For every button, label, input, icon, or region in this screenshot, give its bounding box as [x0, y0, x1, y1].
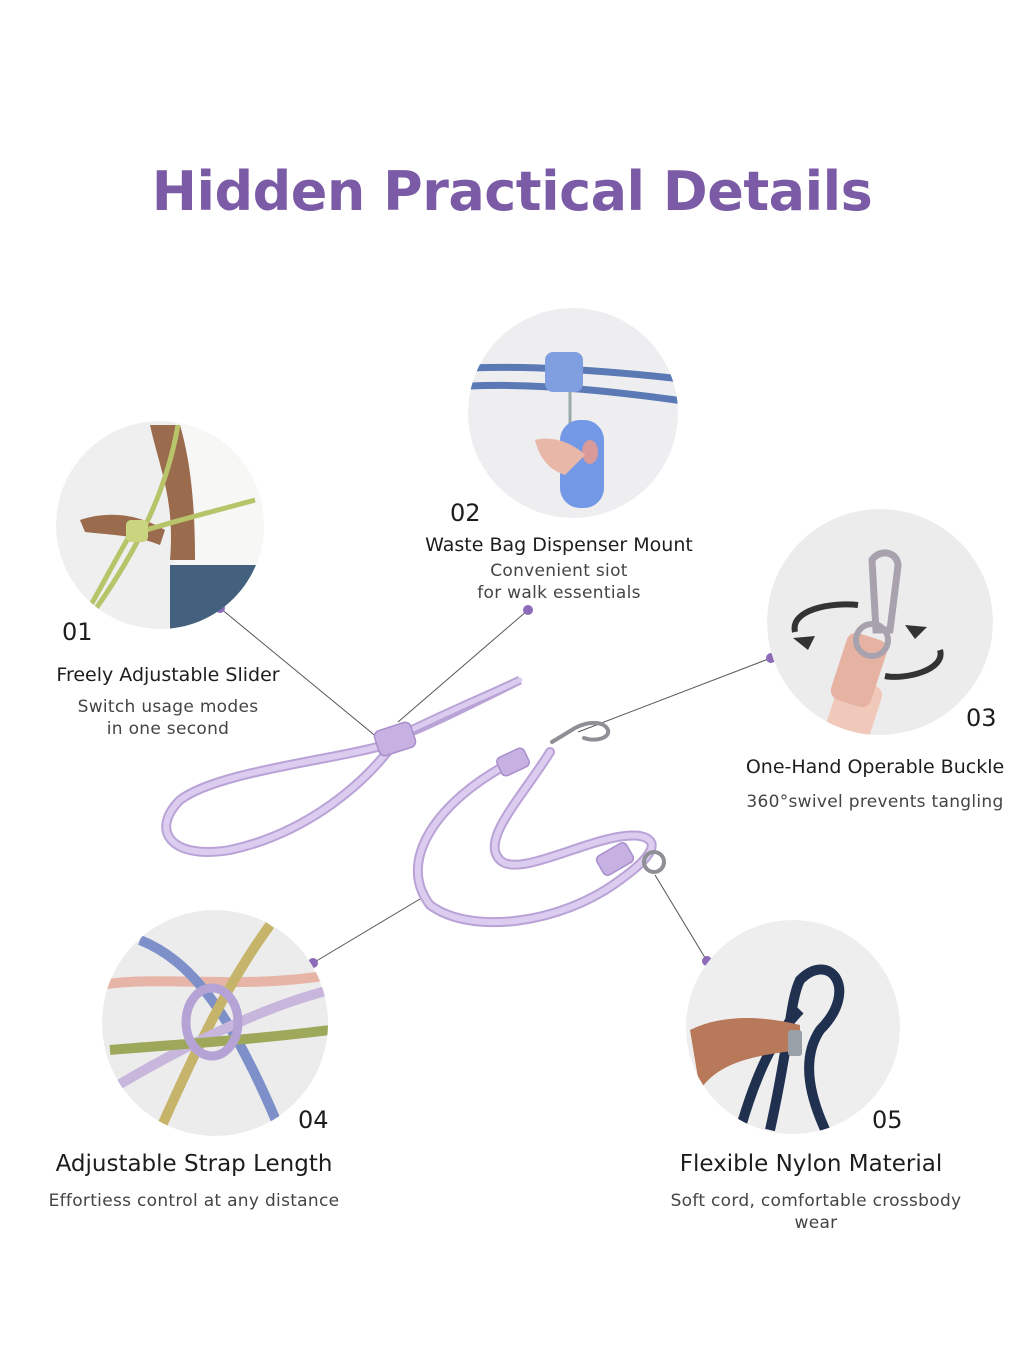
- connector-03: [577, 657, 772, 733]
- leash-connector-upper: [496, 747, 530, 777]
- feature-01-subtitle-line1: Switch usage modes: [77, 697, 259, 717]
- hand-adjusting-slider-photo: [56, 421, 264, 629]
- hand-holding-cord-photo: [686, 920, 900, 1134]
- connector-04: [312, 895, 426, 964]
- feature-01-number: 01: [62, 618, 93, 646]
- feature-04-number: 04: [298, 1106, 329, 1134]
- leash-ring: [642, 850, 666, 874]
- dot-02: [523, 605, 533, 615]
- feature-05-subtitle-line2: wear: [794, 1213, 838, 1233]
- feature-02-title: Waste Bag Dispenser Mount: [425, 534, 693, 556]
- leash-hook: [550, 721, 611, 744]
- feature-02-subtitle: Convenient siot for walk essentials: [388, 560, 730, 604]
- feature-02-number: 02: [450, 499, 481, 527]
- page-title: Hidden Practical Details: [151, 160, 873, 223]
- connector-dots: [215, 603, 776, 968]
- leash-slider: [373, 721, 417, 757]
- feature-03-number: 03: [966, 704, 997, 732]
- feature-04-title: Adjustable Strap Length: [55, 1151, 333, 1177]
- leash-illustration: [161, 675, 666, 928]
- feature-01-title: Freely Adjustable Slider: [56, 664, 280, 686]
- feature-02-subtitle-line2: for walk essentials: [477, 583, 641, 603]
- feature-05-number: 05: [872, 1106, 903, 1134]
- connector-05: [654, 874, 708, 962]
- feature-05-subtitle-line1: Soft cord, comfortable crossbody: [670, 1191, 962, 1211]
- feature-05-subtitle: Soft cord, comfortable crossbody wear: [640, 1190, 992, 1234]
- connector-lines: [219, 607, 772, 964]
- connector-02: [397, 609, 529, 723]
- feature-04-subtitle-line1: Effortiess control at any distance: [48, 1191, 340, 1211]
- waste-bag-dispenser-photo: [468, 308, 678, 518]
- feature-04-subtitle: Effortiess control at any distance: [10, 1190, 378, 1212]
- leash-connector-lower: [595, 842, 635, 876]
- connector-01: [219, 607, 379, 739]
- feature-01-subtitle-line2: in one second: [106, 719, 230, 739]
- feature-03-title: One-Hand Operable Buckle: [745, 756, 1005, 778]
- feature-05-title: Flexible Nylon Material: [679, 1151, 943, 1177]
- feature-01-subtitle: Switch usage modes in one second: [20, 696, 316, 740]
- feature-03-subtitle: 360°swivel prevents tangling: [726, 791, 1024, 813]
- feature-03-subtitle-line1: 360°swivel prevents tangling: [746, 792, 1004, 812]
- knotted-cords-photo: [102, 910, 328, 1136]
- feature-02-subtitle-line1: Convenient siot: [490, 561, 628, 581]
- swivel-buckle-photo: [767, 509, 993, 735]
